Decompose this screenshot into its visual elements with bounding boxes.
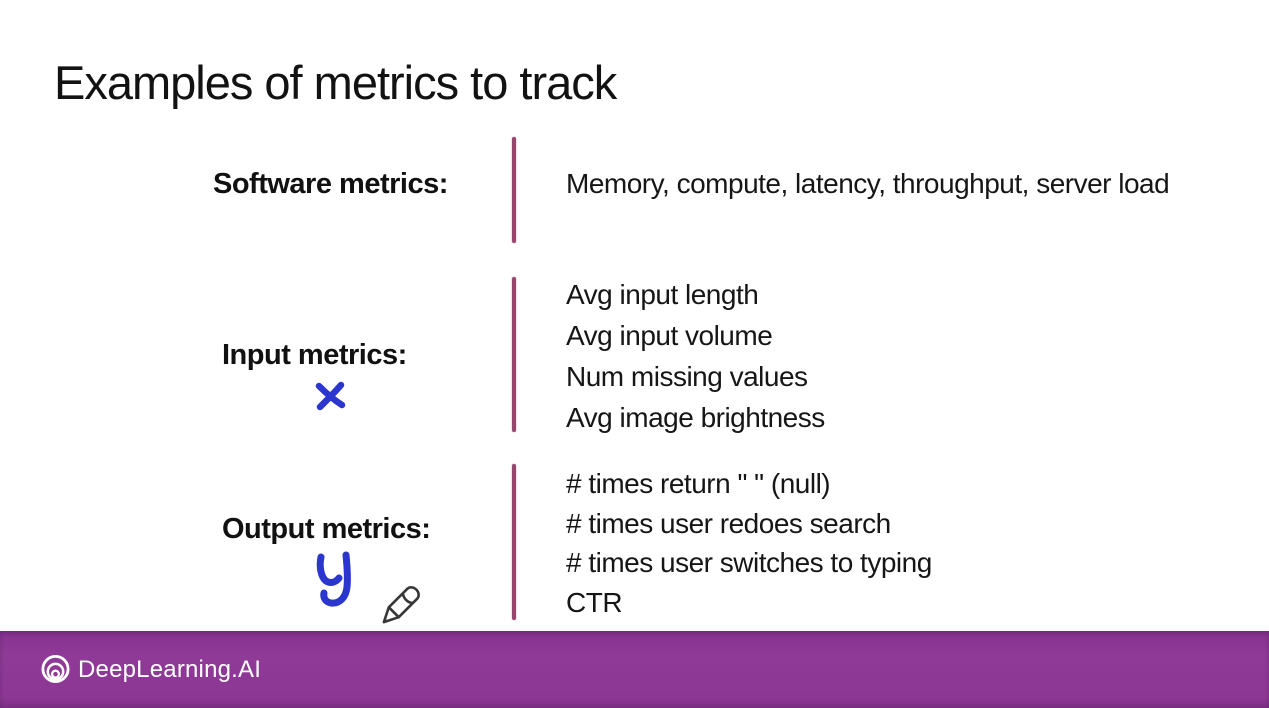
- brand-name: DeepLearning.AI: [78, 655, 262, 683]
- metric-item: Avg image brightness: [566, 402, 825, 433]
- input-metrics-list: Avg input length Avg input volume Num mi…: [566, 274, 825, 438]
- pencil-cursor-icon: [382, 586, 420, 624]
- metric-item: # times return " " (null): [566, 468, 831, 499]
- metric-item: Avg input length: [566, 279, 759, 310]
- metric-item: Num missing values: [566, 361, 808, 392]
- brand-lockup: DeepLearning.AI: [40, 654, 261, 685]
- divider-line-input: [512, 277, 516, 432]
- metric-item: # times user switches to typing: [566, 547, 932, 578]
- divider-line-software: [512, 137, 516, 243]
- output-metrics-list: # times return " " (null) # times user r…: [566, 464, 932, 622]
- brand-banner: DeepLearning.AI: [0, 631, 1269, 708]
- metric-item: # times user redoes search: [566, 507, 891, 539]
- divider-line-output: [512, 464, 516, 620]
- handwritten-y-annotation: [316, 551, 351, 607]
- deeplearning-ai-rings-icon: [41, 654, 70, 684]
- metric-item: CTR: [566, 586, 623, 618]
- software-metrics-list: Memory, compute, latency, throughput, se…: [566, 166, 1170, 202]
- metric-item: Memory, compute, latency, throughput, se…: [566, 168, 1170, 199]
- row-label-software-metrics: Software metrics:: [213, 168, 448, 200]
- slide-title: Examples of metrics to track: [54, 56, 617, 109]
- row-label-input-metrics: Input metrics:: [222, 339, 407, 371]
- metric-item: Avg input volume: [566, 320, 773, 351]
- row-label-output-metrics: Output metrics:: [222, 513, 431, 545]
- handwritten-x-annotation: [315, 381, 346, 411]
